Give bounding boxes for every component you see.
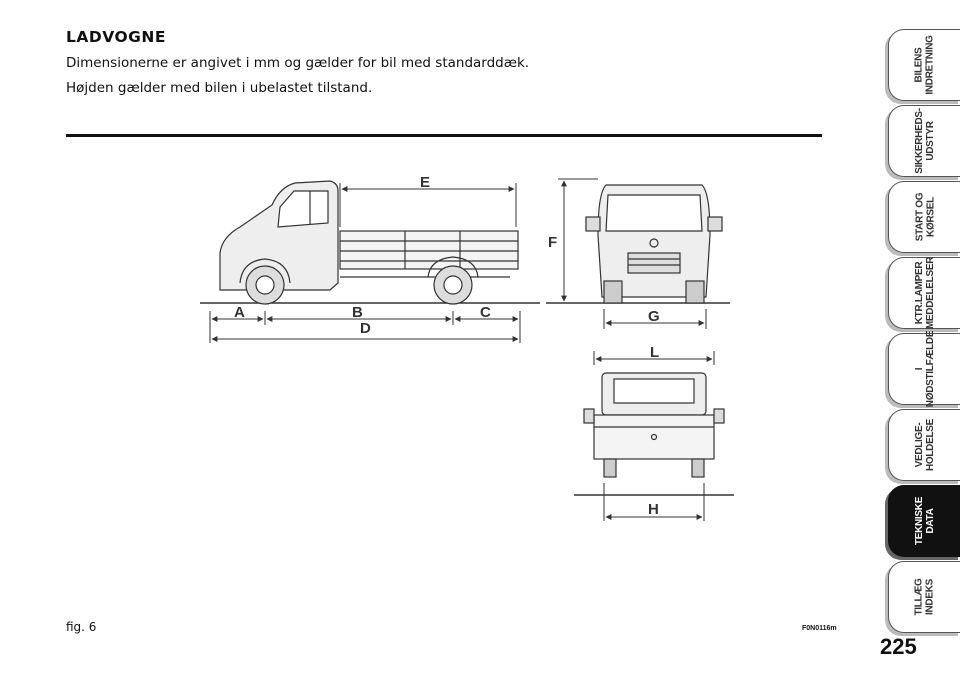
- front-dimension-lines: [558, 178, 707, 329]
- tab-vedligeholdelse[interactable]: VEDLIGE- HOLDELSE: [888, 409, 960, 481]
- tab-label: I NØDSTILFÆLDE: [914, 330, 936, 408]
- dim-label-a: A: [234, 304, 245, 321]
- page-number: 225: [880, 634, 917, 659]
- divider-rule: [66, 134, 822, 137]
- section-heading: LADVOGNE: [66, 28, 166, 46]
- dim-label-h: H: [648, 501, 659, 518]
- tab-nodstilfaelde[interactable]: I NØDSTILFÆLDE: [888, 330, 960, 408]
- dim-label-b: B: [352, 304, 363, 321]
- tab-bilens-indretning[interactable]: BILENS INDRETNING: [888, 29, 960, 101]
- side-dimension-lines: [209, 183, 521, 343]
- rear-view-truck: [583, 372, 725, 478]
- tab-start-og-korsel[interactable]: START OG KØRSEL: [888, 181, 960, 253]
- front-view-truck: [546, 184, 730, 304]
- tab-label: VEDLIGE- HOLDELSE: [914, 418, 936, 472]
- tab-label: TILLÆG INDEKS: [914, 578, 936, 616]
- tab-tillaeg-indeks[interactable]: TILLÆG INDEKS: [888, 561, 960, 633]
- figure-code: F0N0116m: [802, 625, 837, 632]
- rear-dimension-lines: [574, 351, 734, 521]
- side-view-truck: [200, 180, 540, 305]
- tab-label: KTR.LAMPER MEDDELELSER: [914, 256, 937, 330]
- tab-sikkerhedsudstyr[interactable]: SIKKERHEDS- UDSTYR: [888, 105, 960, 177]
- dim-label-e: E: [420, 174, 430, 191]
- tab-label: SIKKERHEDS- UDSTYR: [913, 108, 936, 174]
- dim-label-g: G: [648, 308, 660, 325]
- tab-tekniske-data[interactable]: TEKNISKE DATA: [888, 485, 960, 557]
- dim-label-l: L: [650, 344, 659, 361]
- dimension-note: Dimensionerne er angivet i mm og gælder …: [66, 55, 530, 71]
- height-note: Højden gælder med bilen i ubelastet tils…: [66, 80, 373, 96]
- tab-label: BILENS INDRETNING: [913, 35, 936, 95]
- dim-label-f: F: [548, 234, 557, 251]
- tab-label: START OG KØRSEL: [914, 192, 936, 242]
- chapter-tabs: BILENS INDRETNING SIKKERHEDS- UDSTYR STA…: [880, 29, 960, 633]
- truck-dimension-figure: A B C D E F G: [200, 174, 734, 521]
- tab-label: TEKNISKE DATA: [914, 496, 936, 546]
- dim-label-d: D: [360, 320, 371, 337]
- figure-caption: fig. 6: [66, 620, 97, 634]
- dim-label-c: C: [480, 304, 491, 321]
- tab-ktr-lamper[interactable]: KTR.LAMPER MEDDELELSER: [888, 257, 960, 329]
